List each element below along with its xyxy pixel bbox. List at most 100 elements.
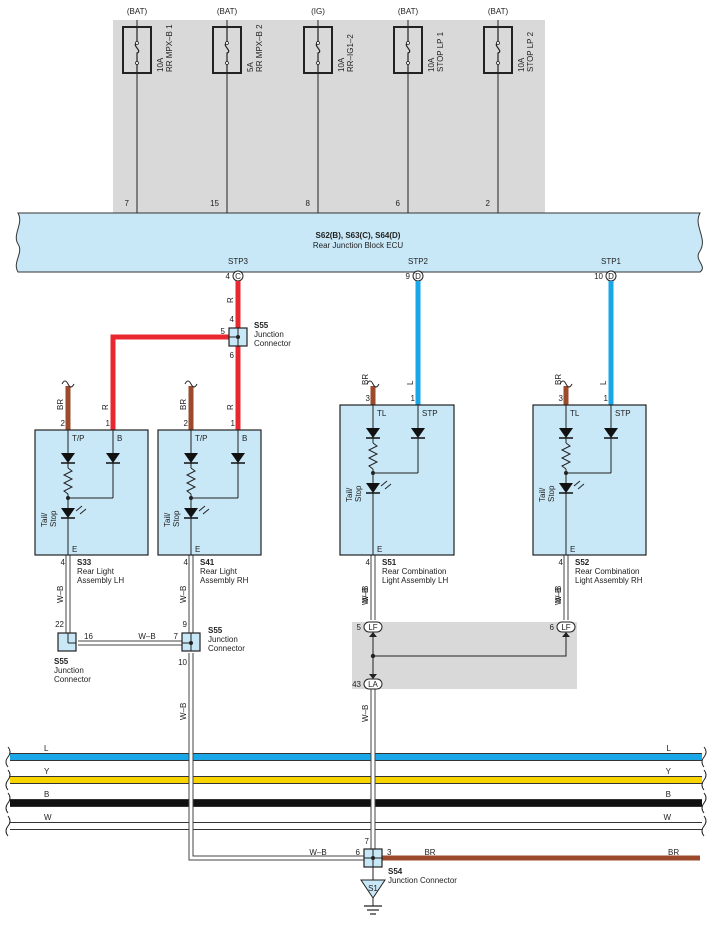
- lamp-name-line1: Rear Combination: [382, 567, 446, 576]
- junction-dot: [189, 496, 193, 500]
- break-mark-icon: [5, 746, 11, 768]
- junction-id: S55: [254, 321, 269, 330]
- diode-icon: [184, 508, 198, 518]
- pin-number: 16: [84, 632, 93, 641]
- diode-icon: [61, 453, 75, 463]
- diode-icon: [106, 453, 120, 463]
- bus-label-right: L: [667, 744, 672, 753]
- bus-label-left: Y: [44, 767, 50, 776]
- junction-name: Connector: [54, 675, 91, 684]
- bus-label-left: W: [44, 813, 52, 822]
- wire-color-label: BR: [554, 374, 563, 385]
- junction-name: Junction: [208, 635, 238, 644]
- fuse-contact-icon: [406, 61, 410, 65]
- lamp-name-line1: Rear Light: [77, 567, 115, 576]
- fuse-name: STOP LP 2: [526, 31, 535, 72]
- wire-color-label: W–B: [361, 586, 370, 603]
- pin-number: 1: [231, 419, 236, 428]
- lamp-name-line1: Rear Light: [200, 567, 238, 576]
- diode-icon: [559, 428, 573, 438]
- wire-continuation-icon: [559, 380, 573, 388]
- fuse-rating: 10A: [427, 57, 436, 72]
- break-mark-icon: [701, 792, 707, 814]
- wire-color-label: BR: [668, 848, 679, 857]
- fuse-power-label: (BAT): [127, 7, 148, 16]
- break-mark-icon: [5, 815, 11, 837]
- pin-number: 22: [55, 620, 64, 629]
- pin-number: 6: [550, 623, 555, 632]
- ecu-pin-number: 15: [210, 199, 219, 208]
- fuse-name: RR MPX–B 2: [255, 24, 264, 72]
- fuse-name: STOP LP 1: [436, 31, 445, 72]
- wire-color-label: W–B: [554, 586, 563, 603]
- junction-id: S54: [388, 867, 403, 876]
- wire-color-label: W–B: [554, 588, 563, 605]
- pin-number: 3: [366, 394, 371, 403]
- pin-number: 6: [230, 351, 235, 360]
- junction-name: Junction: [254, 330, 284, 339]
- splice-internal: [373, 632, 567, 657]
- fuse-rating: 10A: [156, 57, 165, 72]
- wire-color-label: W–B: [361, 705, 370, 722]
- resistor-icon: [62, 467, 74, 495]
- ground-pin-number: 4: [61, 558, 66, 567]
- pin-number: 6: [356, 848, 361, 857]
- bus-label-left: L: [44, 744, 49, 753]
- pin-number: 7: [174, 632, 179, 641]
- wire-wb-s55-to-s54: [189, 653, 365, 860]
- pin-number: 1: [106, 419, 111, 428]
- ecu-output-pin: 9: [406, 272, 411, 281]
- terminal-label: B: [242, 434, 247, 443]
- terminal-label: STP: [615, 409, 631, 418]
- ecu-output-pin: 10: [594, 272, 603, 281]
- lamp-function-label: Tail/: [40, 512, 49, 527]
- lamp-name-line2: Light Assembly LH: [382, 576, 448, 585]
- wire-color-label: W–B: [179, 703, 188, 720]
- ecu-ids: S62(B), S63(C), S64(D): [316, 231, 401, 240]
- junction-dot: [564, 471, 568, 475]
- pin-number: 5: [221, 327, 226, 336]
- pin-number: 4: [230, 315, 235, 324]
- bus-label-left: B: [44, 790, 49, 799]
- fuse-contact-icon: [225, 41, 229, 45]
- junction-name: Junction Connector: [388, 876, 457, 885]
- led-emission-icon: [573, 480, 585, 490]
- pin-number: 9: [183, 620, 188, 629]
- wire-color-label: W–B: [179, 586, 188, 603]
- junction-id: S55: [54, 657, 69, 666]
- terminal-label: TL: [570, 409, 580, 418]
- fuse-contact-icon: [135, 61, 139, 65]
- bus-label-right: Y: [666, 767, 672, 776]
- lamp-body: [34, 429, 149, 556]
- ecu-pin-number: 2: [486, 199, 491, 208]
- ground-terminal-label: E: [195, 545, 200, 554]
- break-mark-icon: [5, 769, 11, 791]
- wire-continuation-icon: [61, 380, 75, 388]
- lamp-function-label: Stop: [354, 485, 363, 502]
- pin-number: 3: [387, 848, 392, 857]
- pin-number: 1: [604, 394, 609, 403]
- junction-name: Connector: [254, 339, 291, 348]
- terminal-label: T/P: [195, 434, 207, 443]
- wire-color-label: L: [599, 380, 608, 385]
- splice-arrow-icon: [369, 632, 377, 637]
- fuse-power-label: (BAT): [217, 7, 238, 16]
- lamp-name-line2: Assembly RH: [200, 576, 249, 585]
- wire-color-label: BR: [424, 848, 435, 857]
- ecu-pin-number: 6: [396, 199, 401, 208]
- fuse-power-label: (IG): [311, 7, 325, 16]
- ecu-output-terminal: STP1: [601, 257, 622, 266]
- fuse-contact-icon: [496, 61, 500, 65]
- wire-color-label: W–B: [138, 632, 155, 641]
- rear-junction-block-ecu: [15, 212, 703, 273]
- pin-number: 7: [365, 837, 370, 846]
- lamp-body: [339, 404, 455, 556]
- junction-name: Junction: [54, 666, 84, 675]
- diode-icon: [231, 453, 245, 463]
- ground-pin-number: 4: [184, 558, 189, 567]
- fuse-contact-icon: [225, 61, 229, 65]
